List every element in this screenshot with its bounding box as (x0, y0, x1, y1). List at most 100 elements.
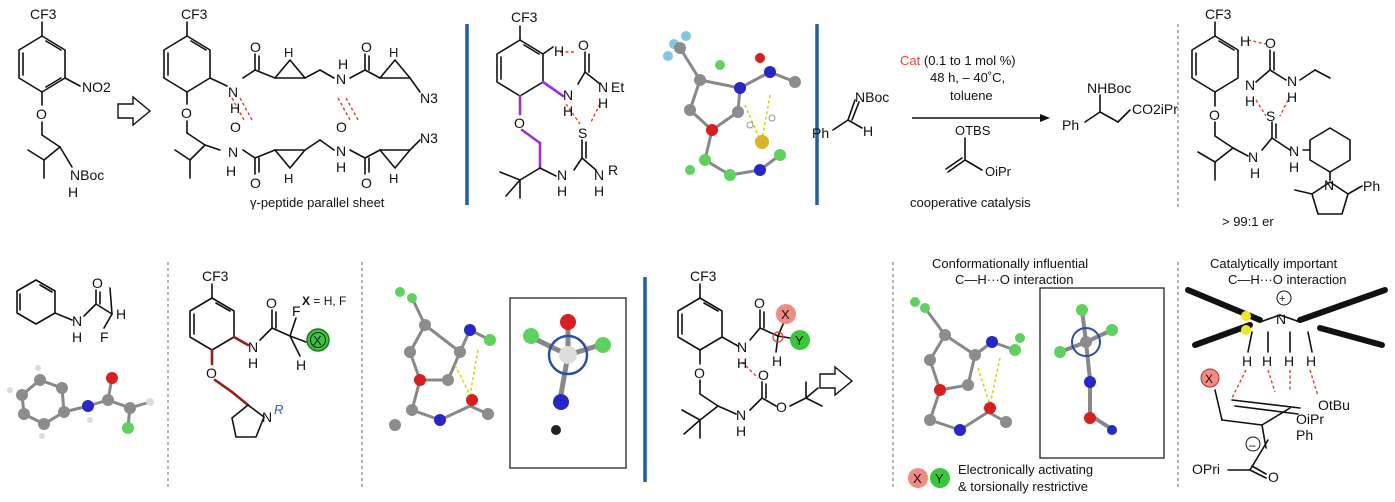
sheet-o2: O (361, 39, 372, 55)
product-nhboc: NHBoc (1087, 80, 1131, 96)
pyrrolidine-amide-n: N (248, 339, 258, 355)
product-co2ipr: CO2iPr (1132, 101, 1178, 117)
legend-x-badge (908, 468, 928, 488)
legend-y-label: Y (935, 471, 944, 486)
y-green-badge: Y (790, 330, 810, 350)
ts-carbonyl-o: O (1268, 469, 1279, 485)
sheet-n2: N (336, 71, 346, 87)
thiourea-ch-h: H (554, 43, 564, 59)
ts-h2: H (1262, 353, 1272, 369)
pyrrolidine-ch-h: H (296, 357, 306, 373)
ts-h4: H (1306, 353, 1316, 369)
ts-oipr: OiPr (1296, 411, 1324, 427)
newman-projection-2 (1054, 304, 1118, 435)
imine-ph: Ph (812, 125, 829, 141)
urea-thiourea-structure: CF3 H O N H N H Et O S N H N H R (496, 9, 624, 199)
sheet-cp-h2: H (389, 45, 398, 60)
pyrrolidine-fluoroamide-structure: CF3 O N H F H O N R X = H, F (189, 268, 346, 438)
thiourea-s: S (578, 125, 587, 141)
fluoroamide-3d-model (389, 287, 496, 431)
xy-amide-o: O (754, 295, 765, 311)
no2-label: NO2 (82, 79, 111, 95)
thiourea-h1: H (557, 183, 567, 199)
sheet-cp-h1: H (284, 45, 293, 60)
ts-x-badge: X (1205, 372, 1213, 386)
cat-word: Cat (900, 53, 921, 68)
x-badge-label: X (313, 333, 322, 348)
retro-arrow-2 (819, 365, 854, 397)
sheet-ether-o: O (181, 105, 192, 121)
ts-opri: OPri (1192, 461, 1220, 477)
conformational-title-1: Conformationally influential (932, 256, 1088, 271)
xy-amide-structure: CF3 O N H H O O N H O (677, 268, 823, 439)
xy-ch-h: H (772, 353, 782, 369)
enantiomeric-ratio: > 99:1 er (1222, 214, 1274, 229)
catalyst-loading: Cat (0.1 to 1 mol %) (900, 53, 1016, 68)
pyrrolidine-r: R (274, 402, 283, 417)
urea-n1: N (563, 87, 573, 103)
catalyst-h1: H (1245, 93, 1255, 109)
urea-n2: N (598, 79, 608, 95)
catalyst-cf3: CF3 (1205, 6, 1232, 22)
catalyst-h4: H (1289, 159, 1299, 175)
sheet-o4: O (250, 175, 261, 191)
catalyst-n1: N (1245, 77, 1255, 93)
gamma-sheet-caption: γ-peptide parallel sheet (250, 195, 385, 210)
yellow-atom-2 (1241, 325, 1251, 335)
legend-line-1: Electronically activating (958, 462, 1093, 477)
urea-h2: H (598, 95, 608, 111)
xy-carbamate-o1: O (758, 367, 769, 383)
atom-spheres (663, 31, 801, 181)
catalyst-s: S (1266, 108, 1275, 124)
newman-box-2 (1039, 287, 1165, 459)
anilide-3d-model (7, 365, 154, 439)
nboc-label: NBoc (70, 167, 104, 183)
sheet-cf3-label: CF3 (181, 6, 208, 22)
x-definition: X = H, F (302, 294, 346, 308)
thiourea-n2: N (594, 167, 604, 183)
anilide-n: N (72, 313, 82, 329)
catalyst-n4: N (1289, 143, 1299, 159)
catalyst-h2: H (1287, 89, 1297, 105)
thiourea-ether-o: O (514, 115, 525, 131)
pyrrolidine-amide-h: H (248, 355, 258, 371)
pyrrolidine-amide-o: O (266, 295, 277, 311)
sheet-h2: H (338, 56, 348, 72)
pyrrolidine-ether-o: O (206, 365, 217, 381)
sheet-o1: O (250, 39, 261, 55)
fluoro-anilide-structure: O N H H F (16, 275, 126, 345)
catalyst-n2: N (1287, 73, 1297, 89)
catalyst-ether-o: O (1209, 107, 1220, 123)
pyrrolidine-f: F (292, 303, 301, 319)
ts-otbu: OtBu (1318, 397, 1350, 413)
x-red-badge: X (776, 304, 796, 324)
nh-h-label: H (68, 184, 78, 200)
pyrrole-n: N (1324, 177, 1334, 193)
xy-amide-n: N (737, 339, 747, 355)
pyrrolidine-cf3: CF3 (202, 268, 229, 284)
urea-h1: H (563, 103, 573, 119)
urea-et: Et (611, 79, 624, 95)
legend-x-label: X (913, 471, 922, 486)
sheet-o5: O (336, 119, 347, 135)
enolate-minus: – (1249, 438, 1256, 452)
sheet-h1: H (230, 100, 240, 116)
mannich-reaction-scheme: NBoc Ph H Cat (0.1 to 1 mol %) 48 h, – 4… (812, 53, 1178, 210)
catalytic-title-1: Catalytically important (1210, 256, 1338, 271)
conformational-panel: Conformationally influential C—H···O int… (910, 256, 1088, 436)
pyrrole-thiourea-catalyst: CF3 H O N H N H O S N H N H N Ph > 99:1 … (1191, 6, 1380, 229)
ammonium-plus: + (1279, 293, 1285, 305)
x-def-bold: X (302, 294, 310, 308)
cooperative-catalysis-caption: cooperative catalysis (910, 195, 1031, 210)
anilide-f: F (100, 329, 109, 345)
catalyst-urea-o: O (1265, 35, 1276, 51)
x-def-rest: = H, F (313, 294, 346, 308)
sheet-n3-top: N3 (420, 90, 438, 106)
sheet-n5: N (336, 143, 346, 159)
anilide-ch-h: H (116, 306, 126, 322)
x-green-badge: X (306, 328, 330, 352)
ether-o-label: O (36, 106, 47, 122)
imine-h: H (863, 123, 873, 139)
xy-cf3: CF3 (690, 268, 717, 284)
